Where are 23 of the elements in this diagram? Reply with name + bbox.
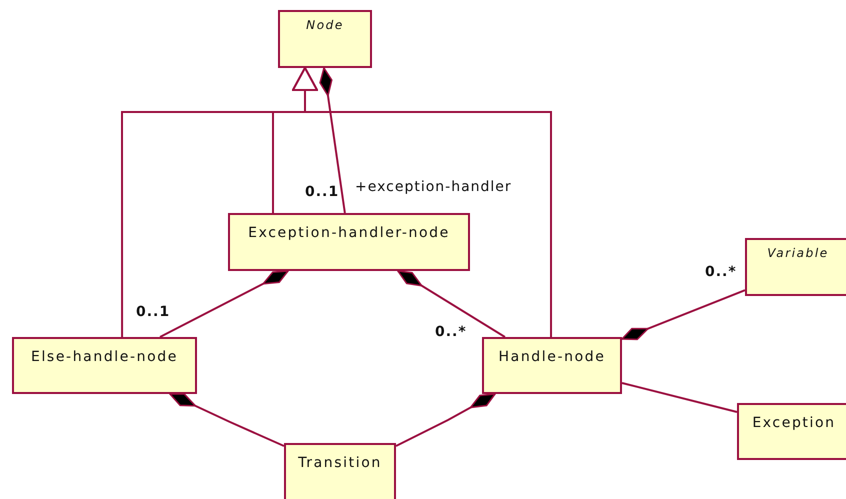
class-box (745, 238, 846, 296)
composition-line (621, 289, 746, 340)
composition-line (160, 270, 289, 338)
class-name: Exception (752, 415, 836, 431)
association-line (622, 382, 738, 413)
class-box (284, 443, 396, 499)
class-box (737, 403, 846, 460)
generalization-arrow (292, 67, 552, 337)
class-name: Handle-node (498, 349, 606, 365)
class-name: Node (306, 18, 344, 32)
class-name: Transition (298, 455, 382, 471)
composition-line (169, 393, 284, 447)
class-name: Else-handle-node (31, 349, 178, 365)
class-box (278, 10, 372, 68)
composition-line (396, 393, 496, 447)
composition-line (397, 270, 506, 338)
class-box (12, 337, 197, 394)
class-name: Variable (767, 246, 829, 260)
class-box (228, 213, 470, 271)
edge-label: +exception-handler (355, 180, 512, 196)
class-name: Exception-handler-node (248, 225, 450, 241)
class-box (482, 337, 622, 394)
composition-line (319, 67, 346, 214)
